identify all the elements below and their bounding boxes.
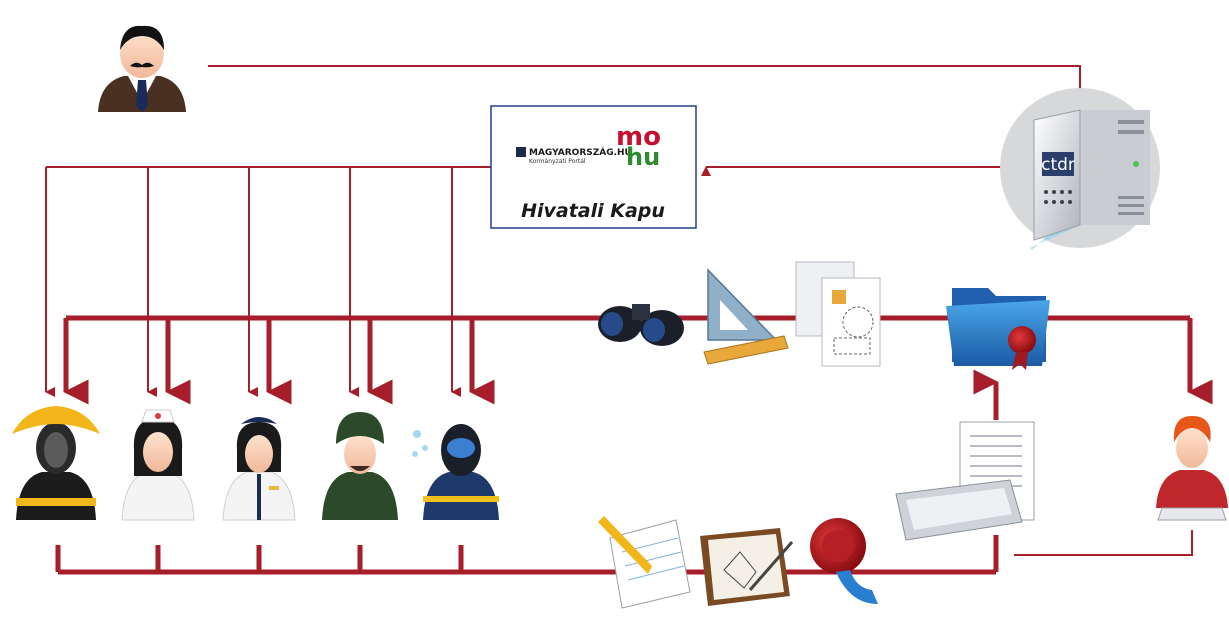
firefighter-icon [12,406,100,520]
secure-folder-icon [946,288,1050,370]
citizen-person-icon [98,25,186,112]
portal-logo-hu: hu [626,143,660,171]
portal-logo-square [516,147,526,157]
server-computer-icon: ctdr [1000,88,1160,250]
keyboard-icon [895,479,1023,541]
server-logo-text: ctdr [1041,155,1075,175]
notepad-pencil-icon [598,516,691,609]
diver-icon [412,424,499,520]
operator-person-icon [1156,416,1228,521]
portal-title: Hivatali Kapu [521,200,665,222]
nurse-icon [121,409,195,521]
citizen-to-server-line [208,65,1089,109]
portal-logo-mo: mo [616,122,661,152]
operator-to-keyboard-line [1014,530,1193,556]
hivatali-kapu-portal: MAGYARORSZÁG.HU Kormányzati Portál mo hu… [490,105,697,229]
soldier-icon [322,412,398,520]
portal-logo-sub: Kormányzati Portál [529,158,586,165]
set-square-ruler-icon [703,268,789,365]
binoculars-icon [598,304,684,346]
flight-attendant-icon [222,417,296,521]
clipboard-sketch-icon [700,528,794,606]
wax-seal-icon [810,518,878,604]
document-template-icon [795,261,881,367]
portal-logo-main: MAGYARORSZÁG.HU [529,146,632,158]
